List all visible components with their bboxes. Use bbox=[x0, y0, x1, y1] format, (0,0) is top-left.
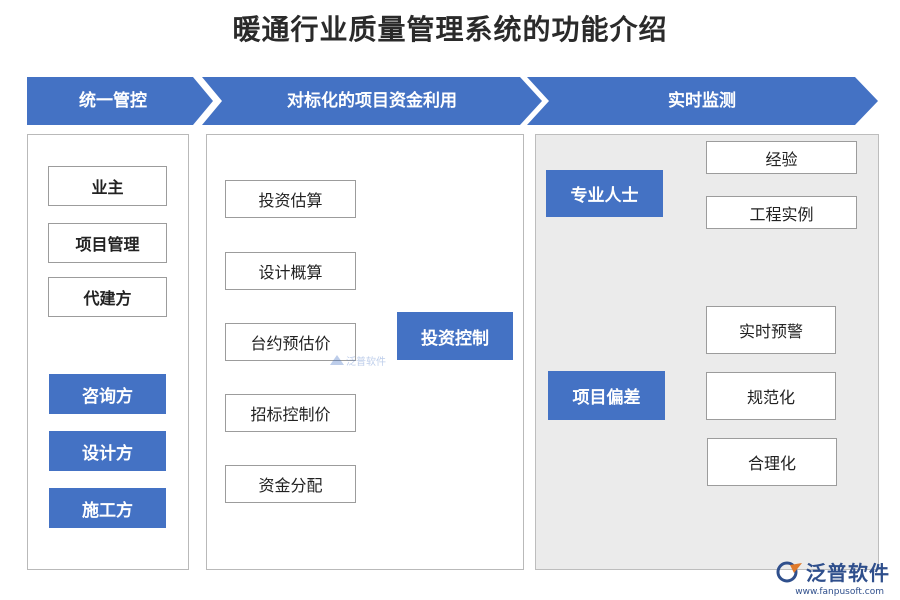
target-standardization: 规范化 bbox=[706, 372, 836, 420]
brand-logo: 泛普软件 bbox=[776, 557, 890, 586]
party-owner: 业主 bbox=[48, 166, 167, 206]
input-investment-estimate: 投资估算 bbox=[225, 180, 356, 218]
target-rationalization: 合理化 bbox=[707, 438, 837, 486]
brand-name: 泛普软件 bbox=[806, 561, 890, 585]
target-realtime-warning: 实时预警 bbox=[706, 306, 836, 354]
watermark: 泛普软件 bbox=[330, 353, 386, 368]
party-contractor: 施工方 bbox=[49, 488, 166, 528]
party-consultant: 咨询方 bbox=[49, 374, 166, 414]
source-professionals: 专业人士 bbox=[546, 170, 663, 217]
party-designer: 设计方 bbox=[49, 431, 166, 471]
watermark-logo-icon bbox=[330, 354, 344, 365]
party-project-management: 项目管理 bbox=[48, 223, 167, 263]
target-experience: 经验 bbox=[706, 141, 857, 174]
brand-logo-icon bbox=[776, 561, 802, 582]
stage-label-3: 实时监测 bbox=[668, 91, 736, 111]
party-agent-builder: 代建方 bbox=[48, 277, 167, 317]
page-title: 暖通行业质量管理系统的功能介绍 bbox=[232, 13, 668, 46]
source-project-deviation: 项目偏差 bbox=[548, 371, 665, 420]
stage-chevron-2 bbox=[202, 77, 542, 125]
input-contract-estimate: 台约预估价 bbox=[225, 323, 356, 361]
stage-chevron-3 bbox=[527, 77, 878, 125]
stage-label-1: 统一管控 bbox=[79, 91, 147, 111]
target-investment-control: 投资控制 bbox=[397, 312, 513, 360]
input-fund-allocation: 资金分配 bbox=[225, 465, 356, 503]
target-engineering-cases: 工程实例 bbox=[706, 196, 857, 229]
input-bid-control-price: 招标控制价 bbox=[225, 394, 356, 432]
stage-chevron-1 bbox=[27, 77, 213, 125]
stage-label-2: 对标化的项目资金利用 bbox=[287, 91, 457, 111]
input-design-budget: 设计概算 bbox=[225, 252, 356, 290]
brand-url: www.fanpusoft.com bbox=[795, 587, 884, 597]
